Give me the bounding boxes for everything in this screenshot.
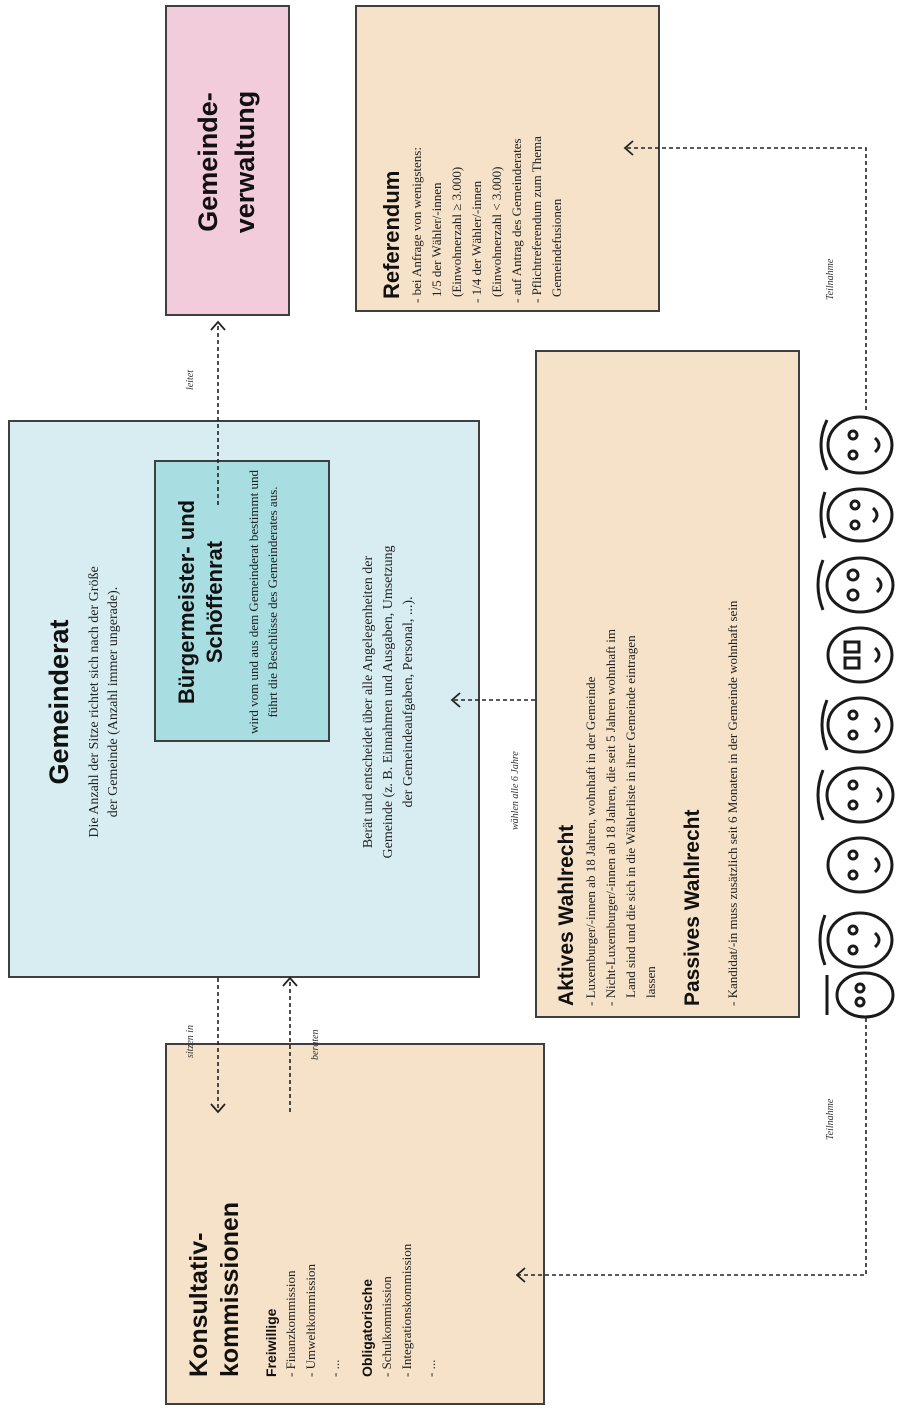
face-icon: [825, 971, 895, 1019]
gemeindeverwaltung-box: Gemeinde- verwaltung: [165, 5, 290, 316]
face-icon: [826, 626, 894, 684]
face-icon: [818, 911, 894, 969]
buergermeister-box: Bürgermeister- und Schöffenrat wird vom …: [154, 460, 330, 742]
face-icon: [819, 487, 894, 543]
referendum-box: Referendum - bei Anfrage von wenigstens:…: [355, 5, 660, 312]
arrow-teilnahme-bottom: [517, 1018, 867, 1276]
label-teilnahme-top: Teilnahme: [825, 258, 836, 300]
label-teilnahme-bottom: Teilnahme: [825, 1098, 836, 1140]
face-icon: [816, 766, 895, 824]
face-icon: [816, 556, 895, 614]
label-leitet: leitet: [185, 370, 196, 390]
face-icon: [819, 415, 894, 475]
kommissionen-box: Konsultativ- kommissionen Freiwillige - …: [165, 1043, 545, 1405]
wahlrecht-box: Aktives Wahlrecht - Luxemburger/-innen a…: [535, 350, 800, 1018]
citizens-illustration: [816, 415, 895, 1019]
label-beraten: beraten: [310, 1029, 321, 1060]
label-waehlen: wählen alle 6 Jahre: [510, 751, 521, 830]
arrow-teilnahme-top: [625, 147, 867, 410]
face-icon: [826, 836, 894, 894]
label-sitzen-in: sitzen in: [185, 1024, 196, 1058]
gemeinderat-box: Gemeinderat Die Anzahl der Sitze richtet…: [8, 420, 480, 978]
face-icon: [820, 696, 894, 754]
